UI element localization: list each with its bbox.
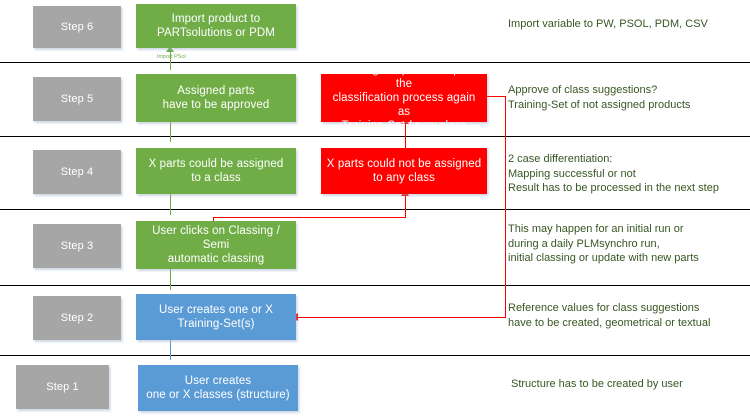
connector-step5-to-step6 — [170, 46, 171, 70]
step-label-box-6: Step 6 — [33, 6, 121, 48]
note-step-2: Reference values for class suggestions h… — [508, 302, 711, 329]
step-label-box-1: Step 1 — [16, 365, 109, 409]
row-divider-4-3 — [0, 209, 750, 210]
row-divider-6-5 — [0, 62, 750, 63]
step-label-box-5: Step 5 — [33, 77, 121, 121]
arrowhead-step5-to-step6 — [165, 46, 174, 52]
step-label-1: Step 1 — [46, 381, 79, 393]
step-label-6: Step 6 — [60, 21, 94, 33]
connector-red-horizontal-step3 — [213, 217, 406, 218]
connector-red-exit-step5 — [487, 96, 506, 97]
row-divider-2-1 — [0, 355, 750, 356]
connector-red-riser-step4 — [405, 190, 406, 218]
row-divider-5-4 — [0, 136, 750, 137]
connector-red-step4-to-step5 — [405, 118, 406, 158]
edge-label-import-psol: Import PSol — [157, 54, 186, 60]
connector-red-into-step2 — [298, 317, 506, 318]
step-label-2: Step 2 — [60, 312, 94, 324]
step-label-5: Step 5 — [60, 93, 94, 105]
step-label-box-2: Step 2 — [33, 296, 121, 340]
note-step-5: Approve of class suggestions? Training-S… — [508, 84, 691, 111]
step-label-4: Step 4 — [60, 166, 94, 178]
note-step-3: This may happen for an initial run or du… — [508, 223, 699, 264]
note-step-1: Structure has to be created by user — [511, 378, 683, 390]
note-step-4: 2 case differentiation: Mapping successf… — [508, 153, 719, 194]
step-label-box-4: Step 4 — [33, 150, 121, 194]
step-label-3: Step 3 — [60, 240, 94, 252]
connector-red-right-bus — [505, 96, 506, 317]
row-divider-3-2 — [0, 285, 750, 286]
step-label-box-3: Step 3 — [33, 224, 121, 268]
note-step-6: Import variable to PW, PSOL, PDM, CSV — [508, 18, 708, 30]
